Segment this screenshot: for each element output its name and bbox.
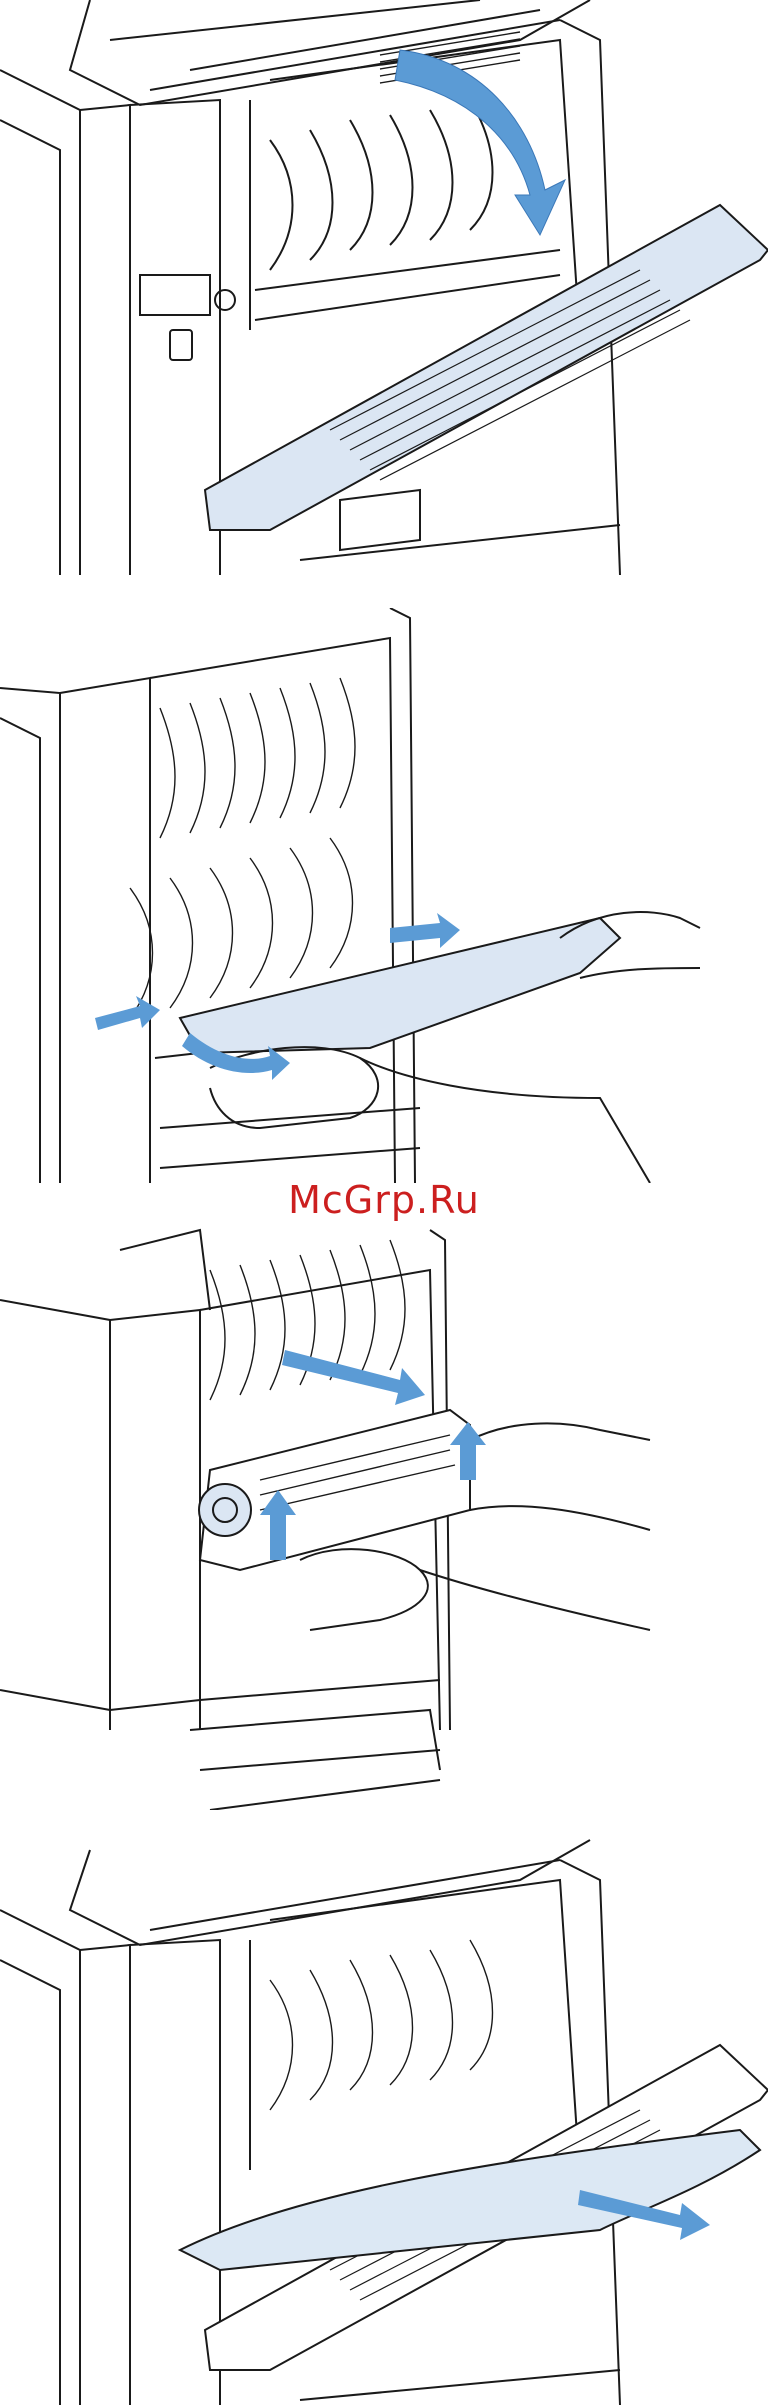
illustration-open-rear-door bbox=[0, 0, 768, 575]
printer-rear-drawing-3 bbox=[0, 1210, 768, 1810]
right-arrow-icon bbox=[390, 913, 460, 948]
illustration-remove-duplexer-tray bbox=[0, 608, 768, 1183]
down-arrow-icon bbox=[395, 50, 565, 235]
illustration-remove-fuser bbox=[0, 1210, 768, 1810]
rear-door bbox=[205, 205, 768, 530]
printer-rear-drawing-1 bbox=[0, 0, 768, 575]
illustration-remove-jammed-paper bbox=[0, 1830, 768, 2405]
printer-rear-drawing-2 bbox=[0, 608, 768, 1183]
printer-rear-drawing-4 bbox=[0, 1830, 768, 2405]
